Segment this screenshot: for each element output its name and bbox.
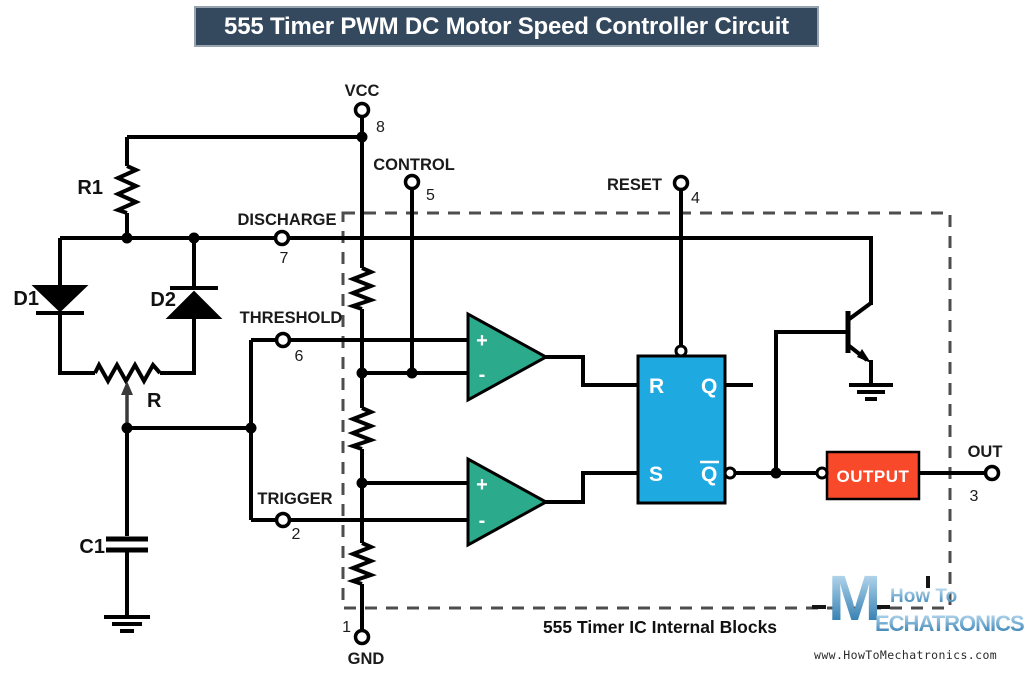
component-label-d1: D1 xyxy=(13,288,39,310)
flipflop-block xyxy=(636,354,727,505)
page-title: 555 Timer PWM DC Motor Speed Controller … xyxy=(224,12,789,40)
component-label-d2: D2 xyxy=(150,289,176,311)
junction-dot xyxy=(121,422,133,434)
divider-resistor-2 xyxy=(346,406,377,451)
junction-dot xyxy=(770,467,782,479)
comparator1-minus-label: - xyxy=(479,364,486,386)
flipflop-reset-terminal xyxy=(674,344,688,358)
pin-control xyxy=(403,173,421,191)
component-label-c1: C1 xyxy=(79,536,105,558)
pin-label-out: OUT xyxy=(968,443,1003,461)
logo: M How To ECHATRONICS www.HowToMechatroni… xyxy=(812,566,1024,672)
comparator-trigger xyxy=(466,456,550,548)
pin-number-gnd: 1 xyxy=(342,619,351,636)
pin-gnd xyxy=(353,628,371,646)
pin-label-discharge: DISCHARGE xyxy=(237,211,336,229)
ic-boundary-box xyxy=(341,211,952,610)
logo-tagline: How To xyxy=(890,586,958,607)
diode-d2 xyxy=(165,290,223,319)
comparator1-plus-label: + xyxy=(476,330,488,352)
pin-number-discharge: 7 xyxy=(280,250,289,267)
output-block-input-terminal xyxy=(815,466,829,480)
divider-resistor-1 xyxy=(346,266,377,311)
logo-url: www.HowToMechatronics.com xyxy=(814,648,998,662)
logo-trace-dash xyxy=(812,605,826,609)
pin-number-vcc: 8 xyxy=(376,119,385,136)
pin-label-vcc: VCC xyxy=(345,82,380,100)
logo-brand-text: ECHATRONICS xyxy=(875,611,1024,636)
pin-label-control: CONTROL xyxy=(373,156,455,174)
pin-reset xyxy=(672,174,690,192)
divider-resistor-3 xyxy=(346,541,377,586)
comparator2-plus-label: + xyxy=(476,474,488,496)
pin-out xyxy=(983,464,1001,482)
pin-trigger xyxy=(274,511,292,529)
potentiometer-r xyxy=(93,360,162,386)
flipflop-s-label: S xyxy=(649,463,663,486)
diode-d1 xyxy=(31,285,89,313)
flipflop-r-label: R xyxy=(649,375,664,398)
component-label-r1: R1 xyxy=(77,177,103,199)
resistor-r1 xyxy=(112,164,141,215)
pin-number-control: 5 xyxy=(426,187,435,204)
wire-discharge xyxy=(60,236,873,305)
pin-vcc xyxy=(353,101,371,119)
logo-m: M xyxy=(828,562,882,634)
flipflop-q-label: Q xyxy=(701,375,717,398)
logo-trace-dash xyxy=(926,576,930,588)
junction-dot xyxy=(406,367,418,379)
pin-label-gnd: GND xyxy=(348,650,385,668)
output-block-label: OUTPUT xyxy=(837,467,910,486)
wire-comp1-output xyxy=(545,355,638,387)
component-label-pot: R xyxy=(147,390,162,412)
pin-discharge xyxy=(273,229,291,247)
logo-trace-dash xyxy=(876,605,890,609)
wire-d1-bottom-lead xyxy=(58,313,95,375)
transistor-collector xyxy=(846,301,873,322)
potentiometer-wiper-arrow xyxy=(121,381,133,395)
wire-d2-bottom-lead xyxy=(160,318,196,375)
pin-number-trigger: 2 xyxy=(292,526,301,543)
flipflop-qbar-terminal xyxy=(723,466,737,480)
pin-number-out: 3 xyxy=(970,488,979,505)
junction-dot xyxy=(356,477,368,489)
pin-label-reset: RESET xyxy=(607,176,662,194)
junction-dot xyxy=(188,232,200,244)
ic-box-label: 555 Timer IC Internal Blocks xyxy=(543,617,777,637)
comparator2-minus-label: - xyxy=(479,510,486,532)
junction-dot xyxy=(121,232,133,244)
junction-dot xyxy=(356,367,368,379)
wire-comp2-output xyxy=(545,471,638,504)
comparator-threshold xyxy=(466,311,550,403)
pin-number-reset: 4 xyxy=(691,190,700,207)
pin-number-threshold: 6 xyxy=(295,348,304,365)
pin-label-threshold: THRESHOLD xyxy=(240,309,343,327)
junction-dot xyxy=(356,131,368,143)
pin-threshold xyxy=(274,331,292,349)
flipflop-qbar-label: Q xyxy=(701,463,717,486)
output-block xyxy=(825,450,921,501)
title-banner: 555 Timer PWM DC Motor Speed Controller … xyxy=(194,6,819,47)
junction-dot xyxy=(245,422,257,434)
transistor-emitter-arrow xyxy=(857,349,871,363)
wire-transistor-base xyxy=(774,330,846,473)
pin-label-trigger: TRIGGER xyxy=(257,490,332,508)
